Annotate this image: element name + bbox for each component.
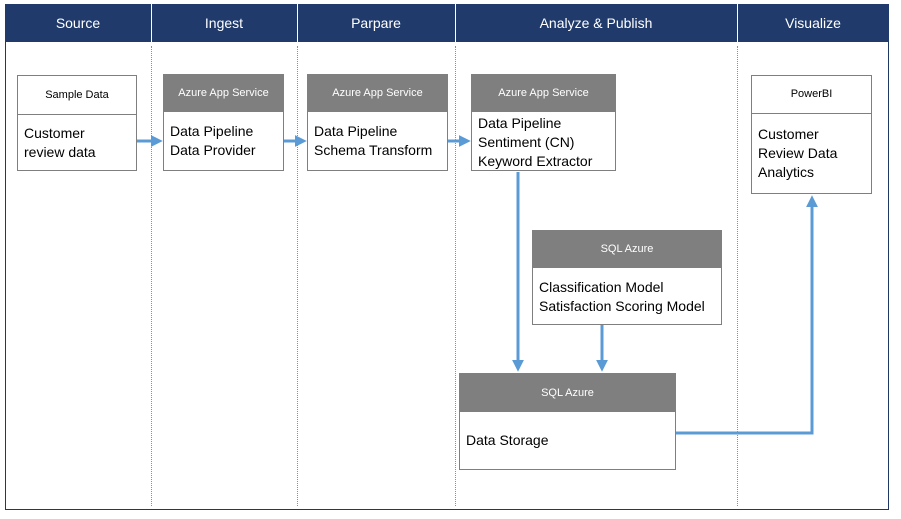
box-line: Keyword Extractor [478, 153, 593, 169]
header-ingest: Ingest [204, 15, 244, 31]
box-title: SQL Azure [460, 374, 675, 412]
box-title: Azure App Service [308, 75, 447, 112]
box-body: Data Pipeline Data Provider [170, 122, 281, 160]
header-separator [455, 4, 456, 42]
box-title: PowerBI [752, 76, 871, 114]
header-separator [297, 4, 298, 42]
box-line: Classification Model [539, 279, 664, 295]
header-separator [737, 4, 738, 42]
box-line: Analytics [758, 164, 815, 180]
box-line: Data Storage [466, 432, 549, 448]
header-bar [5, 4, 889, 42]
box-body: Customer Review Data Analytics [758, 125, 869, 182]
prepare-service-box: Azure App Service Data Pipeline Schema T… [307, 74, 448, 171]
box-line: Customer [24, 125, 85, 141]
header-visualize: Visualize [785, 15, 841, 31]
box-line: Schema Transform [314, 142, 433, 158]
lane-divider [297, 46, 298, 506]
sample-data-box: Sample Data Customer review data [17, 75, 137, 171]
box-body: Customer review data [24, 124, 134, 162]
box-line: Data Pipeline [314, 123, 398, 139]
header-analyze-publish: Analyze & Publish [539, 15, 653, 31]
box-body: Data Pipeline Sentiment (CN) Keyword Ext… [478, 114, 613, 171]
box-line: Customer [758, 126, 819, 142]
header-prepare: Parpare [351, 15, 401, 31]
analyze-service-box: Azure App Service Data Pipeline Sentimen… [471, 74, 616, 171]
box-line: Data Pipeline [478, 115, 562, 131]
box-title: Azure App Service [164, 75, 283, 112]
sql-storage-box: SQL Azure Data Storage [459, 373, 676, 470]
lane-divider [737, 46, 738, 506]
powerbi-box: PowerBI Customer Review Data Analytics [751, 75, 872, 194]
box-line: Satisfaction Scoring Model [539, 298, 705, 314]
box-title: SQL Azure [533, 231, 721, 268]
lane-divider [151, 46, 152, 506]
box-line: Data Provider [170, 142, 256, 158]
header-separator [151, 4, 152, 42]
box-title: Sample Data [18, 76, 136, 115]
box-body: Data Storage [466, 431, 673, 450]
lane-divider [455, 46, 456, 506]
box-body: Data Pipeline Schema Transform [314, 122, 445, 160]
box-body: Classification Model Satisfaction Scorin… [539, 278, 719, 316]
box-line: review data [24, 144, 96, 160]
box-line: Sentiment (CN) [478, 134, 575, 150]
header-source: Source [55, 15, 101, 31]
arrow-storage-to-powerbi [676, 195, 818, 435]
box-line: Review Data [758, 145, 838, 161]
ingest-service-box: Azure App Service Data Pipeline Data Pro… [163, 74, 284, 171]
box-title: Azure App Service [472, 75, 615, 112]
box-line: Data Pipeline [170, 123, 254, 139]
sql-models-box: SQL Azure Classification Model Satisfact… [532, 230, 722, 325]
